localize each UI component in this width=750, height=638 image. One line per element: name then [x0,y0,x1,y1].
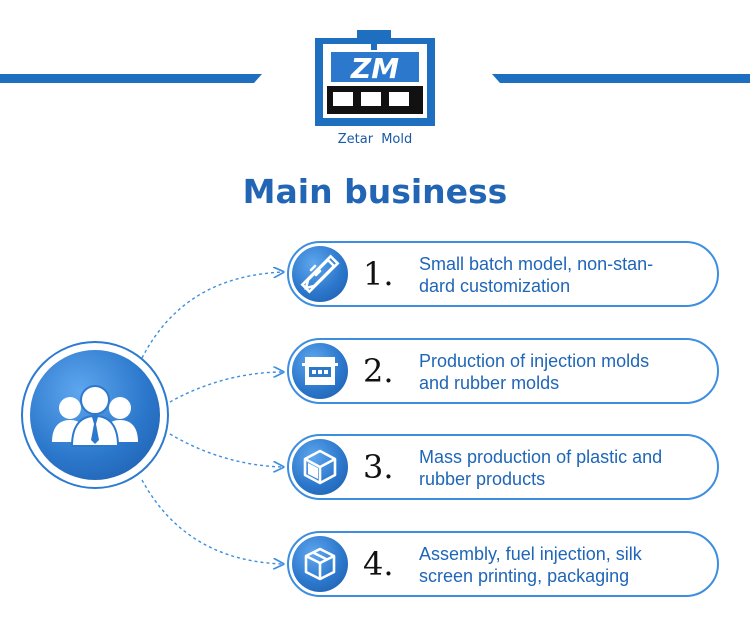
connector-2 [169,372,283,403]
svg-text:ZM: ZM [350,52,399,85]
item-description: Assembly, fuel injection, silk screen pr… [419,544,642,586]
item-description: Mass production of plastic and rubber pr… [419,447,663,489]
main-business-hub [21,341,169,489]
header-divider-left [0,74,262,83]
ruler-pencil-icon [300,254,340,294]
item-description: Production of injection molds and rubber… [419,351,650,393]
zetar-mold-logo: ZM [315,30,435,126]
item-number: 4. [363,545,394,583]
business-item-4: 4. Assembly, fuel injection, silk screen… [287,531,719,597]
business-item-3: 3. Mass production of plastic and rubber… [287,434,719,500]
group-people-icon [52,385,138,447]
business-item-1: 1. Small batch model, non-stan- dard cus… [287,241,719,307]
item-number: 3. [363,448,394,486]
item-number: 2. [363,352,394,390]
connector-4 [141,479,283,564]
brand-name: Zetar Mold [337,132,413,147]
connector-1 [141,272,283,359]
item-description: Small batch model, non-stan- dard custom… [419,254,654,296]
package-box-icon [304,547,336,581]
connector-3 [169,433,283,467]
mold-icon [302,357,338,385]
cube-product-icon [303,449,337,485]
business-item-2: 2. Production of injection molds and rub… [287,338,719,404]
header-divider-right [492,74,750,83]
item-number: 1. [363,255,394,293]
page-title: Main business [242,172,508,211]
